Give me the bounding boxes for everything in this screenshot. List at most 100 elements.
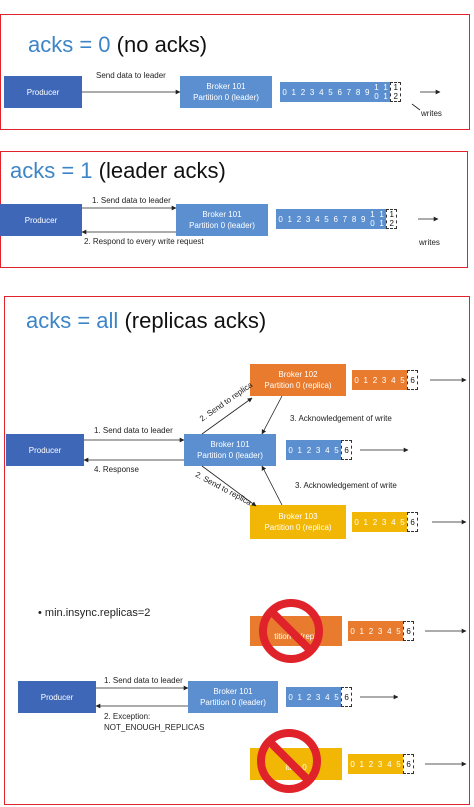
arrow xyxy=(201,397,253,435)
response-label: 4. Response xyxy=(94,465,139,474)
producer-label: Producer xyxy=(40,692,74,702)
leader-line2: Partition 0 (leader) xyxy=(197,451,263,460)
log-cell: 6 xyxy=(403,754,415,774)
broker-101-leader-box: Broker 101 Partition 0 (leader) xyxy=(184,434,276,466)
log-cell: 1 xyxy=(359,626,364,636)
broker-line1: Broker 101 xyxy=(206,82,246,91)
log-cell: 9 xyxy=(361,214,366,224)
leader-line1: Broker 101 xyxy=(213,687,253,696)
log-cell: 3 xyxy=(381,517,387,527)
log-cell: 2 xyxy=(306,692,312,702)
log-cell: 4 xyxy=(387,626,392,636)
log-cell: 5 xyxy=(400,517,405,527)
log-cell: 4 xyxy=(319,87,324,97)
broker-line1: Broker 101 xyxy=(202,210,242,219)
panel-acks-0 xyxy=(0,14,470,130)
log-cell: 4 xyxy=(315,214,320,224)
log-cell: 7 xyxy=(346,87,352,97)
log-cell: 4 xyxy=(325,692,330,702)
log-cell: 5 xyxy=(396,759,401,769)
log-cell: 0 xyxy=(350,626,355,636)
broker-line2: Partition 0 (leader) xyxy=(193,93,259,102)
exception-label-line2: NOT_ENOUGH_REPLICAS xyxy=(104,723,205,732)
log-cell: 1 xyxy=(363,517,368,527)
leader-line1: Broker 101 xyxy=(210,440,250,449)
log-cell: 7 xyxy=(342,214,348,224)
log-cell: 2 xyxy=(300,87,306,97)
ack-label-1: 3. Acknowledgement of write xyxy=(290,414,392,423)
log-cell: 3 xyxy=(377,759,383,769)
log-cell: 6 xyxy=(337,87,342,97)
arrow xyxy=(261,395,283,435)
panel-acks-all-title: acks = all (replicas acks) xyxy=(26,308,266,334)
log-cell: 4 xyxy=(387,759,392,769)
producer-box: Producer xyxy=(4,76,82,108)
arrow xyxy=(261,465,283,506)
no-entry-icon xyxy=(259,599,323,663)
producer-label: Producer xyxy=(24,215,58,225)
min-insync-bullet: • min.insync.replicas=2 xyxy=(38,607,151,619)
respond-label: 2. Respond to every write request xyxy=(84,237,204,246)
log-cell: 5 xyxy=(400,375,405,385)
log-cell: 3 xyxy=(305,214,311,224)
log-cell: 3 xyxy=(377,626,383,636)
log-cell: 6 xyxy=(341,440,353,460)
arrow xyxy=(201,465,257,507)
log-cell: 6 xyxy=(407,370,419,390)
title-rest: (leader acks) xyxy=(92,158,226,183)
arrow xyxy=(411,103,421,111)
log-cell: 0 xyxy=(354,517,359,527)
panel-acks-1-title: acks = 1 (leader acks) xyxy=(10,158,226,184)
log-cell: 2 xyxy=(306,445,312,455)
log-cell: 6 xyxy=(333,214,338,224)
producer-box: Producer xyxy=(6,434,84,466)
broker-line2: Partition 0 (leader) xyxy=(189,221,255,230)
replica102-line1: Broker 102 xyxy=(278,370,318,379)
title-rest: (no acks) xyxy=(110,32,208,57)
log-cell: 0 xyxy=(350,759,355,769)
no-entry-icon xyxy=(257,729,321,793)
broker-101-box: Broker 101 Partition 0 (leader) xyxy=(180,76,272,108)
log-cell: 4 xyxy=(391,517,396,527)
log-cell: 3 xyxy=(381,375,387,385)
log-cell: 0 xyxy=(354,375,359,385)
title-accent: acks = all xyxy=(26,308,119,333)
title-accent: acks = 0 xyxy=(28,32,111,57)
broker-101-box: Broker 101 Partition 0 (leader) xyxy=(176,204,268,236)
log-cell: 2 xyxy=(372,375,378,385)
log-cell: 1 xyxy=(297,692,302,702)
writes-label: writes xyxy=(419,238,440,247)
log-cell: 1 xyxy=(297,445,302,455)
leader-line2: Partition 0 (leader) xyxy=(200,698,266,707)
log-cell: 8 xyxy=(355,87,361,97)
log-cell: 5 xyxy=(324,214,329,224)
broker-102-replica-box: Broker 102 Partition 0 (replica) xyxy=(250,364,346,396)
log-cell: 2 xyxy=(372,517,378,527)
writes-label: writes xyxy=(421,109,442,118)
broker-101-leader-box: Broker 101 Partition 0 (leader) xyxy=(188,681,278,713)
producer-label: Producer xyxy=(26,87,60,97)
title-accent: acks = 1 xyxy=(10,158,93,183)
log-cell: 2 xyxy=(368,759,374,769)
log-cell: 0 xyxy=(288,445,293,455)
log-cell: 5 xyxy=(334,445,339,455)
log-cell: 4 xyxy=(391,375,396,385)
panel-acks-0-title: acks = 0 (no acks) xyxy=(28,32,207,58)
log-cell: 3 xyxy=(315,445,321,455)
log-cell: 5 xyxy=(328,87,333,97)
send-data-label: 1. Send data to leader xyxy=(104,676,183,685)
log-cell: 6 xyxy=(407,512,419,532)
log-cell: 9 xyxy=(365,87,370,97)
